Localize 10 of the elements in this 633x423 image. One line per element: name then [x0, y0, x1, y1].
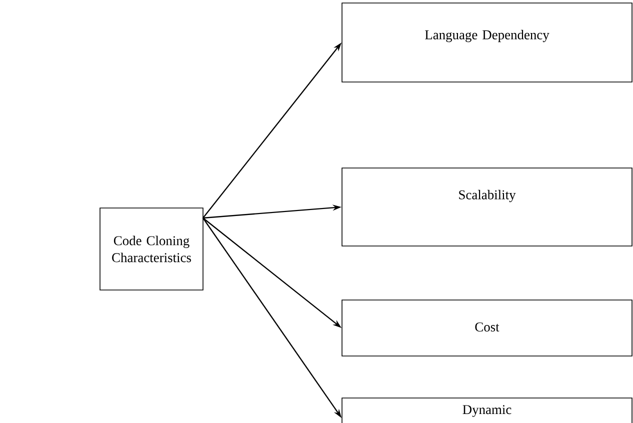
box-label: Cost [475, 322, 500, 332]
box [342, 398, 632, 423]
box [342, 168, 632, 246]
box-label: Dynamic [462, 405, 512, 417]
box-label: Language Dependency [425, 30, 550, 42]
box [342, 2, 632, 82]
box [100, 208, 204, 290]
box-label: Code Cloning Characteristics [112, 236, 191, 262]
box-label: Scalability [459, 190, 516, 202]
box [342, 300, 632, 356]
